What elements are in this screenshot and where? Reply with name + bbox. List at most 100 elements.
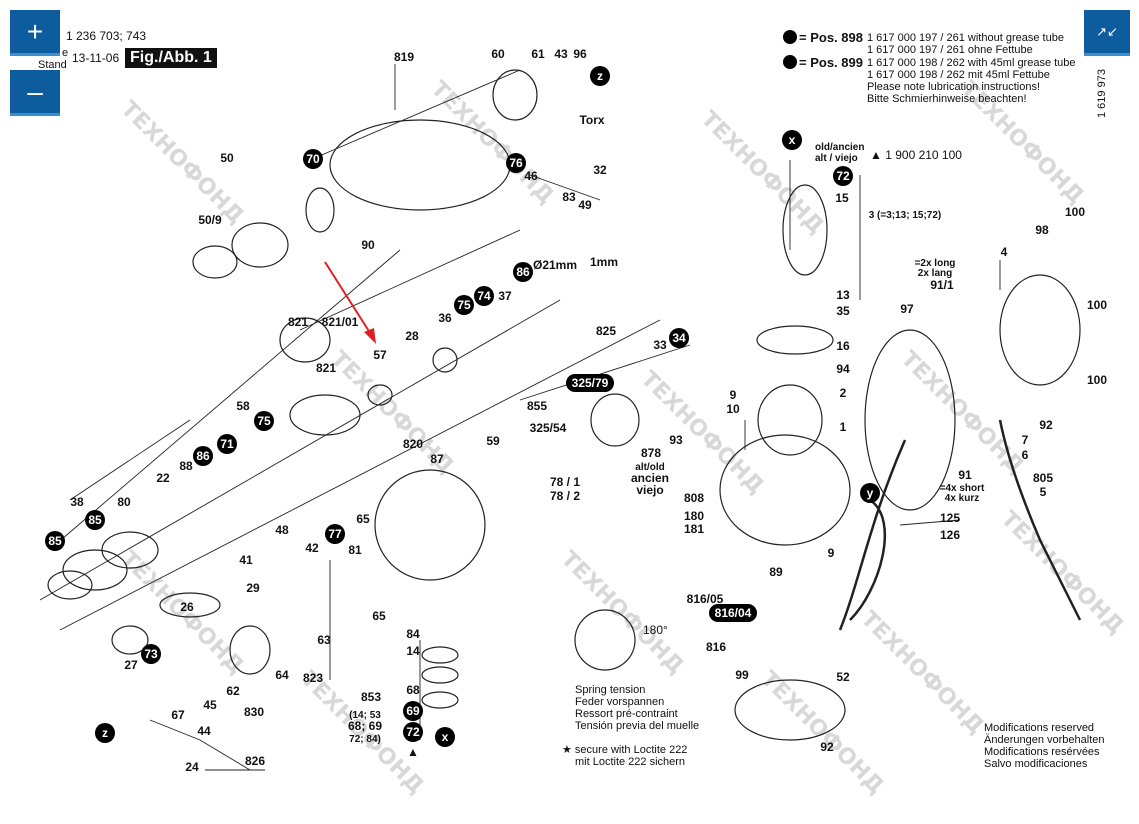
part-number-text: 28: [405, 329, 419, 343]
part-label: 16: [836, 339, 850, 353]
part-number-text: 821: [316, 361, 336, 375]
part-label: 14: [406, 644, 420, 658]
part-label: 97: [900, 302, 914, 316]
part-outlines: [47, 69, 1082, 741]
part-number-text: 58: [236, 399, 250, 413]
part-outline: [279, 317, 331, 363]
exit-fullscreen-button[interactable]: ↗↙: [1084, 10, 1130, 56]
part-number-text: Ø21mm: [533, 258, 577, 272]
part-number-text: 86: [196, 449, 210, 463]
part-label: 65: [372, 609, 386, 623]
part-label: 91/1: [930, 278, 954, 292]
part-number-text: 830: [244, 705, 264, 719]
part-number-text: x: [442, 730, 449, 744]
callout-badge: [513, 262, 533, 282]
part-number-text: 820: [403, 437, 423, 451]
part-number-text: 50/9: [198, 213, 222, 227]
part-number-text: 15: [835, 191, 849, 205]
part-label: viejo: [636, 483, 663, 497]
loctite-note: mit Loctite 222 sichern: [575, 756, 686, 768]
part-label: 38: [70, 495, 84, 509]
zoom-in-button[interactable]: +: [10, 10, 60, 56]
part-label: 75: [254, 411, 274, 431]
callout-badge: [193, 446, 213, 466]
part-outline: [734, 679, 846, 741]
part-label: 99: [735, 668, 749, 682]
part-number-text: ancien: [631, 471, 669, 485]
part-label: 821: [288, 315, 308, 329]
grease-dot-icon: [783, 55, 797, 69]
part-label: 830: [244, 705, 264, 719]
part-number-text: 878: [641, 446, 661, 460]
part-number-text: (14; 53: [349, 710, 381, 721]
callout-badge: [45, 531, 65, 551]
part-label: 808: [684, 491, 704, 505]
part-label: 86: [193, 446, 213, 466]
part-number-text: 61: [531, 47, 545, 61]
part-outline: [492, 69, 538, 121]
part-label: 80: [117, 495, 131, 509]
part-label: 87: [430, 452, 444, 466]
red-pointer-arrow: [324, 261, 376, 344]
watermark-text: ТЕХНОФОНД: [426, 77, 559, 210]
part-outline: [719, 434, 851, 546]
part-outline: [229, 625, 271, 675]
zoom-out-button[interactable]: –: [10, 70, 60, 116]
part-label: 72; 84): [349, 734, 381, 745]
part-number-text: 67: [171, 708, 185, 722]
part-number-text: 88: [179, 459, 193, 473]
part-number-text: 325/79: [572, 376, 609, 390]
part-label: 50/9: [198, 213, 222, 227]
part-label: 68; 69: [348, 719, 382, 733]
part-label: 823: [303, 671, 323, 685]
part-label: 4: [1001, 245, 1008, 259]
part-number-text: 92: [820, 740, 834, 754]
part-outline: [329, 119, 511, 211]
part-label: 22: [156, 471, 170, 485]
part-label: ▲: [407, 745, 419, 759]
watermark-text: ТЕХНОФОНД: [696, 107, 829, 240]
part-label: 2x lang: [918, 268, 952, 279]
part-label: 61: [531, 47, 545, 61]
callout-badge: [85, 510, 105, 530]
part-number-text: 27: [124, 658, 138, 672]
part-label: (14; 53: [349, 710, 381, 721]
part-label: 50: [220, 151, 234, 165]
callout-badge: [782, 130, 802, 150]
part-label: 1mm: [590, 255, 618, 269]
callout-badge: [669, 328, 689, 348]
part-label: 37: [498, 289, 512, 303]
part-label: 33: [653, 338, 667, 352]
part-number-text: 1: [840, 420, 847, 434]
watermark-text: ТЕХНОФОНД: [856, 607, 989, 740]
part-number-text: =2x long: [915, 258, 956, 269]
part-number-text: 816: [706, 640, 726, 654]
part-number-text: 34: [672, 331, 686, 345]
part-outline: [374, 469, 486, 581]
part-label: 34: [669, 328, 689, 348]
part-number-text: 52: [836, 670, 850, 684]
part-number-text: 85: [88, 513, 102, 527]
part-outline: [864, 329, 956, 511]
part-label: 64: [275, 668, 289, 682]
part-number-text: 49: [578, 198, 592, 212]
part-number-text: 46: [524, 169, 538, 183]
part-number-text: 62: [226, 684, 240, 698]
part-number-text: 97: [900, 302, 914, 316]
legend-note: Please note lubrication instructions!: [867, 81, 1041, 93]
part-label: 878: [641, 446, 661, 460]
callout-badge: [141, 644, 161, 664]
part-label: 72: [403, 722, 423, 742]
part-label: 180: [684, 509, 704, 523]
part-number-text: 90: [361, 238, 375, 252]
part-label: y: [860, 483, 880, 503]
part-label: 84: [406, 627, 420, 641]
leader-line: [69, 419, 191, 501]
part-label: 67: [171, 708, 185, 722]
part-label: 28: [405, 329, 419, 343]
part-label: 49: [578, 198, 592, 212]
part-number-text: 816/04: [715, 606, 752, 620]
part-label: =2x long: [915, 258, 956, 269]
part-label: 43: [554, 47, 568, 61]
part-label: 96: [573, 47, 587, 61]
